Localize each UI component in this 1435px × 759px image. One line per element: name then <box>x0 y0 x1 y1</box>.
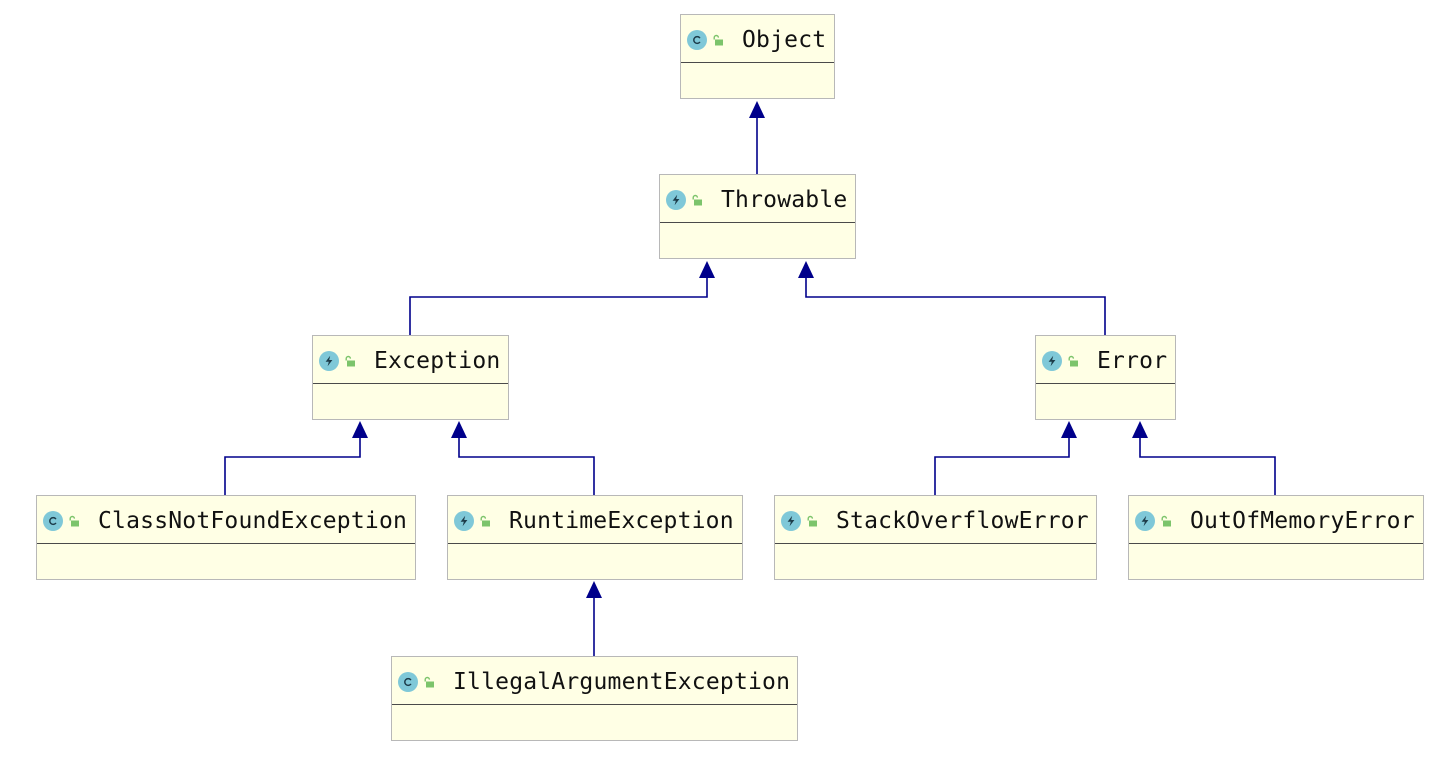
exception-kind-icon <box>319 351 339 371</box>
lock-open-icon <box>69 515 79 527</box>
node-label: RuntimeException <box>509 508 734 534</box>
inheritance-edge-exception-throwable <box>409 261 715 335</box>
inheritance-edge-illegalargument-runtime <box>586 581 602 656</box>
lock-open-icon <box>1161 515 1171 527</box>
class-node-stackoverflowerror[interactable]: StackOverflowError <box>774 495 1097 580</box>
class-node-illegalargumentexception[interactable]: IllegalArgumentException <box>391 656 798 741</box>
node-header: RuntimeException <box>448 496 742 544</box>
node-header: StackOverflowError <box>775 496 1096 544</box>
inheritance-edge-outofmemory-error <box>1132 421 1276 495</box>
node-label: ClassNotFoundException <box>98 508 408 534</box>
class-node-exception[interactable]: Exception <box>312 335 509 420</box>
class-kind-icon <box>398 672 418 692</box>
inheritance-edge-throwable-object <box>749 101 765 174</box>
class-node-outofmemoryerror[interactable]: OutOfMemoryError <box>1128 495 1424 580</box>
inheritance-arrowhead <box>1061 421 1077 438</box>
lock-open-icon <box>807 515 817 527</box>
class-node-object[interactable]: Object <box>680 14 835 99</box>
lock-open-icon <box>692 194 702 206</box>
inheritance-arrowhead <box>699 261 715 278</box>
inheritance-edge-runtime-exception <box>451 421 595 495</box>
node-label: IllegalArgumentException <box>453 669 791 695</box>
inheritance-edge-stackoverflow-error <box>934 421 1077 495</box>
node-label: Error <box>1097 348 1168 374</box>
inheritance-arrowhead <box>798 261 814 278</box>
node-label: OutOfMemoryError <box>1190 508 1415 534</box>
exception-kind-icon <box>1135 511 1155 531</box>
node-header: IllegalArgumentException <box>392 657 797 705</box>
lock-open-icon <box>424 676 434 688</box>
inheritance-edge-error-throwable <box>798 261 1106 335</box>
node-label: Throwable <box>721 187 848 213</box>
node-header: ClassNotFoundException <box>37 496 415 544</box>
exception-kind-icon <box>1042 351 1062 371</box>
class-kind-icon <box>687 30 707 50</box>
node-label: Object <box>742 27 827 53</box>
node-header: Error <box>1036 336 1175 384</box>
node-header: Exception <box>313 336 508 384</box>
node-header: Throwable <box>660 175 855 223</box>
inheritance-arrowhead <box>749 101 765 118</box>
exception-kind-icon <box>454 511 474 531</box>
lock-open-icon <box>480 515 490 527</box>
inheritance-arrowhead <box>1132 421 1148 438</box>
class-node-throwable[interactable]: Throwable <box>659 174 856 259</box>
inheritance-arrowhead <box>352 421 368 438</box>
node-header: Object <box>681 15 834 63</box>
inheritance-arrowhead <box>586 581 602 598</box>
node-header: OutOfMemoryError <box>1129 496 1423 544</box>
inheritance-edge-classnotfound-exception <box>224 421 368 495</box>
class-kind-icon <box>43 511 63 531</box>
node-label: StackOverflowError <box>836 508 1089 534</box>
lock-open-icon <box>345 355 355 367</box>
exception-kind-icon <box>666 190 686 210</box>
class-node-error[interactable]: Error <box>1035 335 1176 420</box>
lock-open-icon <box>1068 355 1078 367</box>
exception-kind-icon <box>781 511 801 531</box>
class-node-classnotfoundexception[interactable]: ClassNotFoundException <box>36 495 416 580</box>
lock-open-icon <box>713 34 723 46</box>
inheritance-arrowhead <box>451 421 467 438</box>
node-label: Exception <box>374 348 501 374</box>
class-node-runtimeexception[interactable]: RuntimeException <box>447 495 743 580</box>
